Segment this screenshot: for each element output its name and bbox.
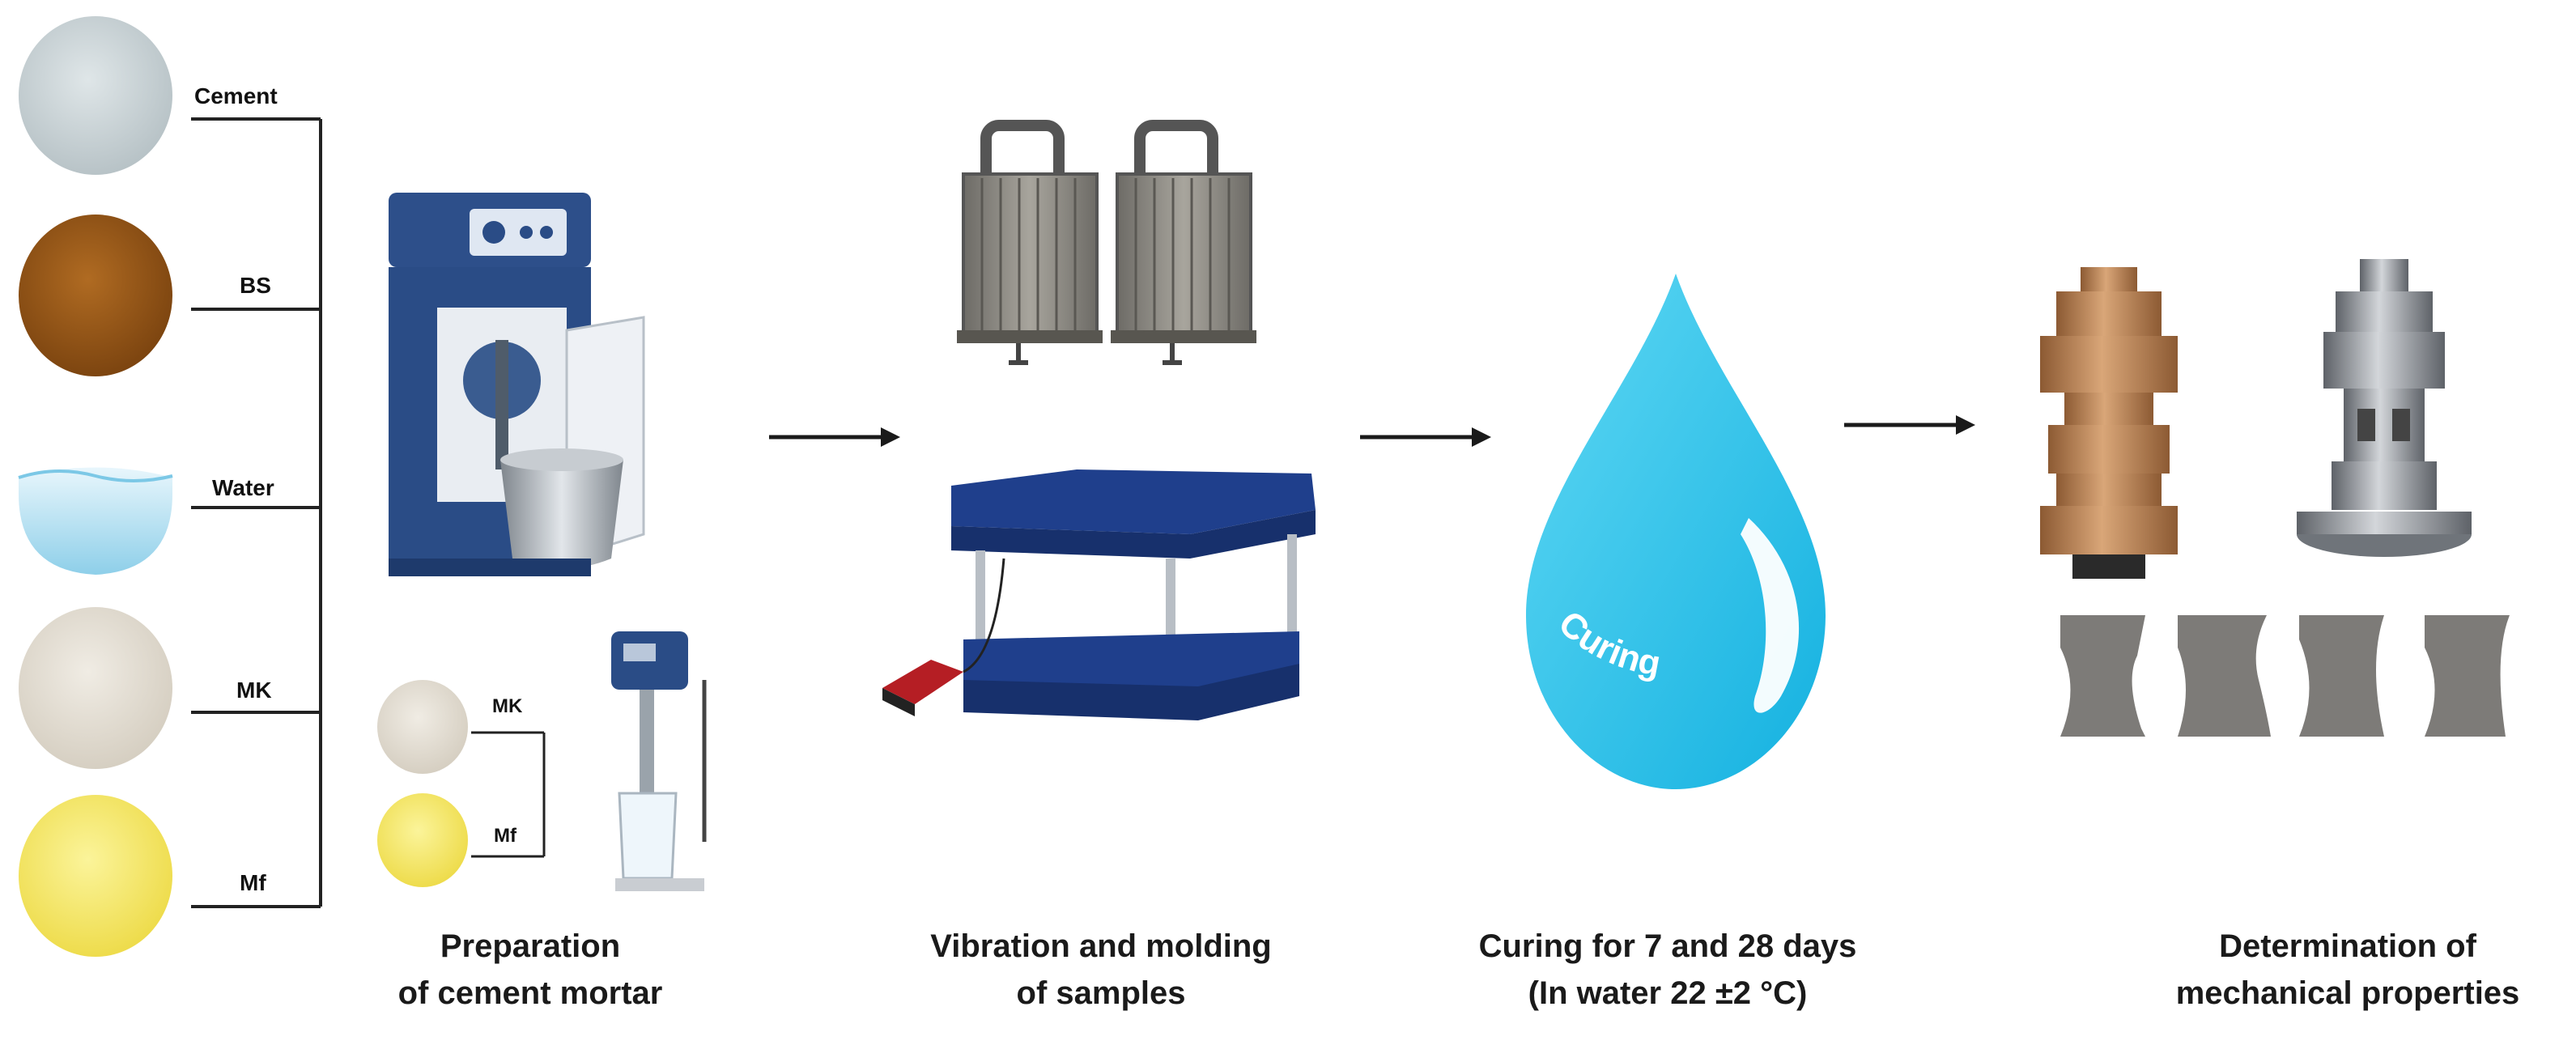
cement-sample (19, 16, 172, 175)
water-drop: Curing (1526, 274, 1826, 789)
material-labels: Cement BS Water MK Mf (194, 83, 278, 895)
material-label-water: Water (212, 475, 274, 500)
specimen-4 (2425, 615, 2510, 737)
hand-mixer (611, 631, 707, 891)
arrow-2 (1360, 427, 1491, 447)
mini-materials: MK Mf (377, 680, 546, 887)
tested-specimens (2060, 615, 2510, 737)
material-label-cement: Cement (194, 83, 278, 108)
specimen-3 (2299, 615, 2384, 737)
mk-sample (19, 607, 172, 769)
caption-vibration-line2: of samples (1016, 975, 1186, 1011)
material-label-bs: BS (240, 273, 271, 298)
specimen-2 (2178, 615, 2271, 737)
materials-column (18, 16, 173, 957)
caption-mechanical-line2: mechanical properties (2175, 975, 2520, 1011)
mini-mk-sample (377, 680, 468, 774)
materials-bracket (191, 117, 322, 908)
drop-icon (1526, 274, 1826, 789)
mini-mf-sample (377, 793, 468, 887)
mf-sample (19, 795, 172, 957)
specimen-1 (2060, 615, 2145, 737)
prism-molds (957, 120, 1256, 365)
caption-vibration: Vibration and molding of samples (891, 923, 1311, 1017)
mini-label-mf: Mf (494, 825, 517, 847)
material-label-mf: Mf (240, 870, 266, 895)
mini-label-mk: MK (492, 695, 523, 717)
steel-fixture (2297, 259, 2472, 557)
water-surface (18, 469, 173, 482)
caption-mechanical-line1: Determination of (2219, 928, 2476, 964)
caption-curing: Curing for 7 and 28 days (In water 22 ±2… (1441, 923, 1894, 1017)
caption-vibration-line1: Vibration and molding (930, 928, 1272, 964)
caption-preparation: Preparation of cement mortar (389, 923, 672, 1017)
arrow-1 (769, 427, 900, 447)
vibration-table (882, 469, 1316, 720)
bronze-fixture (2040, 267, 2178, 579)
water-sample (19, 467, 172, 575)
caption-curing-line1: Curing for 7 and 28 days (1478, 928, 1857, 964)
caption-preparation-line1: Preparation (440, 928, 621, 964)
caption-curing-line2: (In water 22 ±2 °C) (1528, 975, 1808, 1011)
material-label-mk: MK (236, 678, 272, 703)
bs-sample (19, 215, 172, 376)
caption-mechanical: Determination of mechanical properties (2137, 923, 2558, 1017)
mortar-mixer (389, 193, 645, 576)
caption-preparation-line2: of cement mortar (397, 975, 663, 1011)
mixer-bowl (500, 460, 623, 569)
flow-arrows (769, 415, 1975, 447)
arrow-3 (1844, 415, 1975, 435)
